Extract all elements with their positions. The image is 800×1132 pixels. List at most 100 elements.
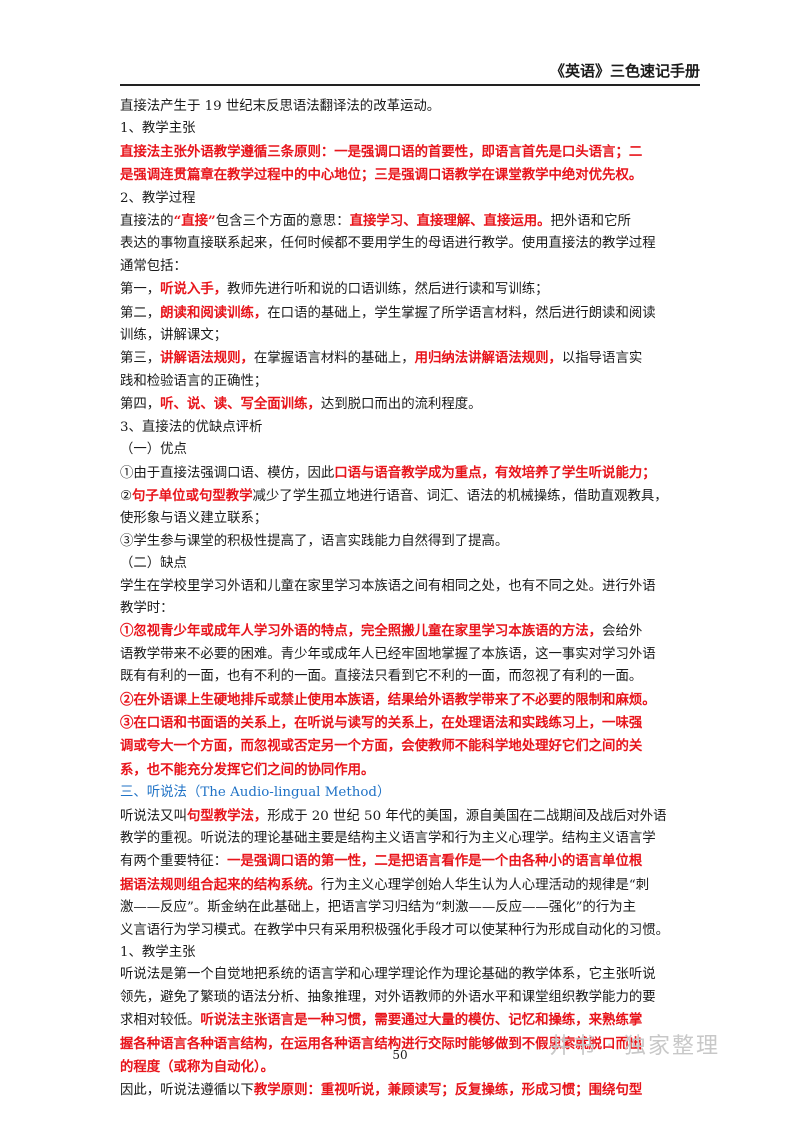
- body-text: 既有有利的一面，也有不利的一面。直接法只看到它不利的一面，而忽视了有利的一面。: [120, 669, 643, 685]
- text-line: 既有有利的一面，也有不利的一面。直接法只看到它不利的一面，而忽视了有利的一面。: [120, 666, 700, 688]
- text-line: 表达的事物直接联系起来，任何时候都不要用学生的母语进行教学。使用直接法的教学过程: [120, 233, 700, 255]
- highlight-text: 句型教学法，: [186, 807, 268, 824]
- text-line: ③在口语和书面语的关系上，在听说与读写的关系上，在处理语法和实践练习上，一味强: [120, 712, 700, 735]
- document-body: 直接法产生于 19 世纪末反思语法翻译法的改革运动。1、教学主张直接法主张外语教…: [120, 96, 700, 1103]
- text-line: 语教学带来不必要的困难。青少年或成年人已经牢固地掌握了本族语，这一事实对学习外语: [120, 644, 700, 666]
- text-line: 1、教学主张: [120, 118, 700, 140]
- text-line: 的程度（或称为自动化）。: [120, 1056, 700, 1079]
- body-text: 有两个重要特征：: [120, 854, 228, 870]
- highlight-text: 系，也不能充分发挥它们之间的协同作用。: [120, 761, 375, 778]
- body-text: 减少了学生孤立地进行语音、词汇、语法的机械操练，借助直观教具，: [252, 488, 668, 504]
- body-text: 1、教学主张: [120, 945, 196, 961]
- highlight-text: 直接学习、直接理解、直接运用。: [349, 213, 551, 230]
- body-text: 1、教学主张: [120, 121, 196, 137]
- highlight-text: 用归纳法讲解语法规则，: [414, 350, 562, 367]
- body-text: 第二，: [120, 305, 161, 321]
- body-text: 直接法产生于 19 世纪末反思语法翻译法的改革运动。: [120, 99, 441, 114]
- highlight-text: ②在外语课上生硬地排斥或禁止使用本族语，结果给外语教学带来了不必要的限制和麻烦。: [120, 691, 656, 708]
- text-line: 调或夸大一个方面，而忽视或否定另一个方面，会使教师不能科学地处理好它们之间的关: [120, 735, 700, 758]
- body-text: ②: [120, 488, 133, 504]
- text-line: 教学时：: [120, 598, 700, 620]
- highlight-text: ③在口语和书面语的关系上，在听说与读写的关系上，在处理语法和实践练习上，一味强: [120, 714, 643, 731]
- body-text: 践和检验语言的正确性；: [120, 373, 268, 389]
- text-line: 直接法主张外语教学遵循三条原则：一是强调口语的首要性，即语言首先是口头语言；二: [120, 141, 700, 164]
- highlight-text: 口语与语音教学成为重点，有效培养了学生听说能力；: [334, 464, 656, 481]
- text-line: 训练，讲解课文；: [120, 325, 700, 347]
- text-line: 3、直接法的优缺点评析: [120, 417, 700, 439]
- text-line: 学生在学校里学习外语和儿童在家里学习本族语之间有相同之处，也有不同之处。进行外语: [120, 576, 700, 598]
- body-text: 领先，避免了繁琐的语法分析、抽象推理，对外语教师的外语水平和课堂组织教学能力的要: [120, 989, 656, 1005]
- body-text: 第一，: [120, 282, 161, 298]
- body-text: （二）缺点: [120, 556, 187, 572]
- section-heading-text: 三、听说法（The Audio-lingual Method）: [120, 785, 391, 801]
- text-line: 通常包括：: [120, 256, 700, 278]
- body-text: 在掌握语言材料的基础上，: [253, 351, 415, 367]
- text-line: 据语法规则组合起来的结构系统。行为主义心理学创始人华生认为人心理活动的规律是“刺: [120, 874, 700, 897]
- text-line: ②句子单位或句型教学减少了学生孤立地进行语音、词汇、语法的机械操练，借助直观教具…: [120, 485, 700, 508]
- text-line: 使形象与语义建立联系；: [120, 508, 700, 530]
- text-line: 2、教学过程: [120, 188, 700, 210]
- highlight-text: 讲解语法规则，: [160, 350, 254, 367]
- highlight-text: 一是强调口语的第一性，二是把语言看作是一个由各种小的语言单位根: [227, 853, 643, 870]
- body-text: 在口语的基础上，学生掌握了所学语言材料，然后进行朗读和阅读: [267, 305, 656, 321]
- text-line: 因此，听说法遵循以下教学原则：重视听说，兼顾读写；反复操练，形成习惯；围绕句型: [120, 1079, 700, 1102]
- text-line: 第三，讲解语法规则，在掌握语言材料的基础上，用归纳法讲解语法规则，以指导语言实: [120, 347, 700, 370]
- body-text: 把外语和它所: [550, 214, 631, 230]
- text-line: 义言语行为学习模式。在教学中只有采用积极强化手段才可以使某种行为形成自动化的习惯…: [120, 920, 700, 942]
- body-text: 通常包括：: [120, 258, 187, 274]
- text-line: 直接法产生于 19 世纪末反思语法翻译法的改革运动。: [120, 96, 700, 118]
- text-line: 教学的重视。听说法的理论基础主要是结构主义语言学和行为主义心理学。结构主义语言学: [120, 828, 700, 850]
- highlight-text: ①忽视青少年或成年人学习外语的特点，完全照搬儿童在家里学习本族语的方法，: [120, 623, 603, 640]
- text-line: 第一，听说入手，教师先进行听和说的口语训练，然后进行读和写训练；: [120, 278, 700, 301]
- body-text: 语教学带来不必要的困难。青少年或成年人已经牢固地掌握了本族语，这一事实对学习外语: [120, 646, 656, 662]
- text-line: 是强调连贯篇章在教学过程中的中心地位；三是强调口语教学在课堂教学中绝对优先权。: [120, 164, 700, 187]
- body-text: 第三，: [120, 351, 161, 367]
- body-text: 2、教学过程: [120, 190, 196, 206]
- body-text: ③学生参与课堂的积极性提高了，语言实践能力自然得到了提高。: [120, 533, 509, 549]
- highlight-text: 的程度（或称为自动化）。: [120, 1059, 274, 1076]
- text-line: 听说法又叫句型教学法，形成于 20 世纪 50 年代的美国，源自美国在二战期间及…: [120, 805, 700, 828]
- text-line: 第二，朗读和阅读训练，在口语的基础上，学生掌握了所学语言材料，然后进行朗读和阅读: [120, 302, 700, 325]
- text-line: 1、教学主张: [120, 942, 700, 964]
- text-line: 领先，避免了繁琐的语法分析、抽象推理，对外语教师的外语水平和课堂组织教学能力的要: [120, 987, 700, 1009]
- body-text: （一）优点: [120, 442, 187, 458]
- highlight-text: 据语法规则组合起来的结构系统。: [120, 876, 321, 893]
- body-text: 行为主义心理学创始人华生认为人心理活动的规律是“刺: [320, 877, 650, 893]
- text-line: 三、听说法（The Audio-lingual Method）: [120, 782, 700, 804]
- body-text: 听说法是第一个自觉地把系统的语言学和心理学理论作为理论基础的教学体系，它主张听说: [120, 967, 656, 983]
- watermark-text: 井书 · 独家整理: [549, 1034, 720, 1059]
- body-text: 学生在学校里学习外语和儿童在家里学习本族语之间有相同之处，也有不同之处。进行外语: [120, 578, 656, 594]
- text-line: 求相对较低。听说法主张语言是一种习惯，需要通过大量的模仿、记忆和操练，来熟练掌: [120, 1009, 700, 1032]
- body-text: 第四，: [120, 397, 161, 413]
- text-line: 践和检验语言的正确性；: [120, 371, 700, 393]
- body-text: 包含三个方面的意思：: [215, 214, 350, 230]
- body-text: 求相对较低。: [120, 1013, 201, 1029]
- highlight-text: 听说入手，: [160, 281, 228, 298]
- highlight-text: “直接”: [173, 213, 216, 230]
- body-text: ①由于直接法强调口语、模仿，因此: [120, 465, 335, 481]
- text-line: 直接法的“直接”包含三个方面的意思：直接学习、直接理解、直接运用。把外语和它所: [120, 210, 700, 233]
- body-text: 使形象与语义建立联系；: [120, 511, 268, 527]
- body-text: 形成于 20 世纪 50 年代的美国，源自美国在二战期间及战后对外语: [267, 808, 667, 824]
- text-line: 听说法是第一个自觉地把系统的语言学和心理学理论作为理论基础的教学体系，它主张听说: [120, 964, 700, 986]
- body-text: 听说法又叫: [120, 808, 187, 824]
- body-text: 教学的重视。听说法的理论基础主要是结构主义语言学和行为主义心理学。结构主义语言学: [120, 831, 656, 846]
- body-text: 表达的事物直接联系起来，任何时候都不要用学生的母语进行教学。使用直接法的教学过程: [120, 236, 656, 252]
- body-text: 会给外: [602, 624, 643, 640]
- text-line: 激——反应”。斯金纳在此基础上，把语言学习归结为“刺激——反应——强化”的行为主: [120, 897, 700, 919]
- text-line: （一）优点: [120, 439, 700, 461]
- highlight-text: 握各种语言各种语言结构，在运用各种语言结构进行交际时能够做到不假思索就脱口而出: [120, 1035, 643, 1052]
- text-line: ③学生参与课堂的积极性提高了，语言实践能力自然得到了提高。: [120, 531, 700, 553]
- text-line: ①由于直接法强调口语、模仿，因此口语与语音教学成为重点，有效培养了学生听说能力；: [120, 462, 700, 485]
- highlight-text: 句子单位或句型教学: [132, 487, 253, 504]
- highlight-text: 是强调连贯篇章在教学过程中的中心地位；三是强调口语教学在课堂教学中绝对优先权。: [120, 167, 643, 184]
- text-line: ②在外语课上生硬地排斥或禁止使用本族语，结果给外语教学带来了不必要的限制和麻烦。: [120, 689, 700, 712]
- highlight-text: 直接法主张外语教学遵循三条原则：一是强调口语的首要性，即语言首先是口头语言；二: [120, 143, 643, 160]
- body-text: 因此，听说法遵循以下: [120, 1083, 254, 1099]
- highlight-text: 朗读和阅读训练，: [160, 304, 268, 321]
- body-text: 教师先进行听和说的口语训练，然后进行读和写训练；: [227, 282, 549, 298]
- page-header-title: 《英语》三色速记手册: [549, 62, 700, 80]
- body-text: 达到脱口而出的流利程度。: [320, 397, 482, 413]
- highlight-text: 调或夸大一个方面，而忽视或否定另一个方面，会使教师不能科学地处理好它们之间的关: [120, 738, 643, 755]
- body-text: 训练，讲解课文；: [120, 328, 228, 344]
